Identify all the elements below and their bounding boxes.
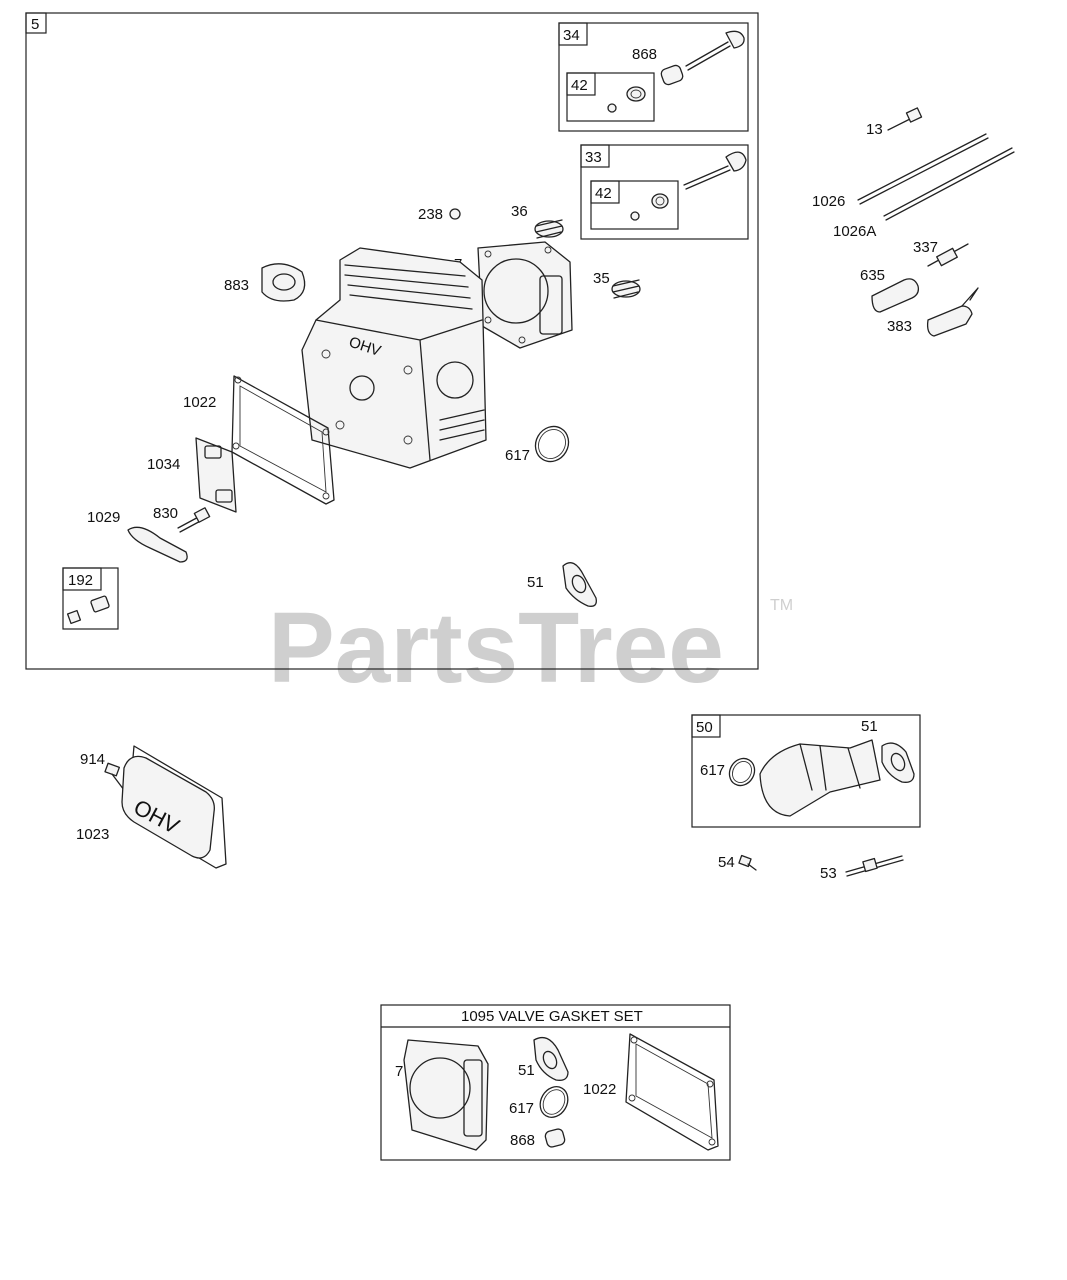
- label-1023: 1023: [76, 826, 109, 843]
- box-valve-gasket-set: [380, 1004, 731, 1161]
- label-617-manifold: 617: [700, 762, 725, 779]
- watermark: PartsTree: [268, 592, 724, 704]
- breather-plate-1034: [195, 437, 237, 513]
- label-53: 53: [820, 865, 837, 882]
- label-1022: 1022: [183, 394, 216, 411]
- valve-spring-35: [611, 279, 641, 299]
- gasket-51-manifold: [881, 742, 915, 783]
- label-51-manifold: 51: [861, 718, 878, 735]
- ground-clip-383: [926, 287, 979, 337]
- label-1034: 1034: [147, 456, 180, 473]
- gs-label-1022: 1022: [583, 1081, 616, 1098]
- box-192-label: 192: [68, 572, 93, 589]
- box-50-label: 50: [696, 719, 713, 736]
- box-cylinder-head-assembly: [25, 12, 759, 670]
- valve-spring-36: [534, 219, 564, 239]
- label-830: 830: [153, 505, 178, 522]
- box-intake-seal: [590, 180, 679, 230]
- box-exhaust-valve: [558, 22, 749, 132]
- gasket-883: [261, 263, 306, 302]
- box-5-label: 5: [31, 16, 39, 33]
- gs-label-617: 617: [509, 1100, 534, 1117]
- label-337: 337: [913, 239, 938, 256]
- gs-label-868: 868: [510, 1132, 535, 1149]
- label-635: 635: [860, 267, 885, 284]
- label-617: 617: [505, 447, 530, 464]
- box-5-tag: [25, 12, 47, 34]
- gs-label-7: 7: [395, 1063, 403, 1080]
- intake-manifold-part: [759, 739, 881, 817]
- label-868: 868: [632, 46, 657, 63]
- gs-seal-868: [544, 1128, 566, 1148]
- gs-rocker-cover-gasket-1022: [625, 1033, 719, 1151]
- cylinder-head: OHV: [301, 247, 487, 469]
- stud-53: [845, 855, 904, 877]
- exhaust-seal-part: [607, 86, 646, 113]
- pushrod-1026: [857, 133, 989, 205]
- label-36: 36: [511, 203, 528, 220]
- pushrod-1026A: [883, 147, 1015, 221]
- part-238: [449, 208, 461, 220]
- label-238: 238: [418, 206, 443, 223]
- screw-914: [104, 762, 125, 791]
- stud-830: [177, 507, 211, 533]
- label-383: 383: [887, 318, 912, 335]
- o-ring-617: [534, 425, 570, 463]
- intake-seal-part: [630, 193, 669, 221]
- label-54: 54: [718, 854, 735, 871]
- watermark-tm: TM: [770, 597, 793, 614]
- gs-label-51: 51: [518, 1062, 535, 1079]
- label-35: 35: [593, 270, 610, 287]
- label-1029: 1029: [87, 509, 120, 526]
- spark-plug-337: [927, 243, 969, 267]
- label-914: 914: [80, 751, 105, 768]
- intake-valve-part: [683, 151, 747, 190]
- gs-gasket-51: [533, 1036, 569, 1081]
- box-intake-manifold: [691, 714, 921, 828]
- box-exhaust-seal: [566, 72, 655, 122]
- gasket-set-title: 1095 VALVE GASKET SET: [461, 1008, 643, 1025]
- exhaust-valve-part: [660, 30, 745, 86]
- head-gasket-7: [477, 241, 573, 349]
- gs-head-gasket-7: [403, 1039, 489, 1151]
- label-51: 51: [527, 574, 544, 591]
- box-42-label-b: 42: [595, 185, 612, 202]
- box-33-label: 33: [585, 149, 602, 166]
- label-13: 13: [866, 121, 883, 138]
- spark-boot-635: [871, 278, 920, 313]
- label-1026: 1026: [812, 193, 845, 210]
- screw-13: [887, 107, 923, 131]
- bracket-1029: [127, 526, 188, 563]
- screw-54: [738, 854, 757, 871]
- label-883: 883: [224, 277, 249, 294]
- fastener-kit-parts: [66, 595, 110, 625]
- box-intake-valve: [580, 144, 749, 240]
- rocker-cover-gasket-1022: [231, 375, 335, 505]
- rocker-cover-1023: OHV: [121, 745, 227, 869]
- gasket-51: [562, 562, 597, 607]
- box-34-label: 34: [563, 27, 580, 44]
- label-1026A: 1026A: [833, 223, 876, 240]
- o-ring-617-manifold: [728, 757, 756, 787]
- gs-o-ring-617: [539, 1086, 569, 1118]
- box-42-label-a: 42: [571, 77, 588, 94]
